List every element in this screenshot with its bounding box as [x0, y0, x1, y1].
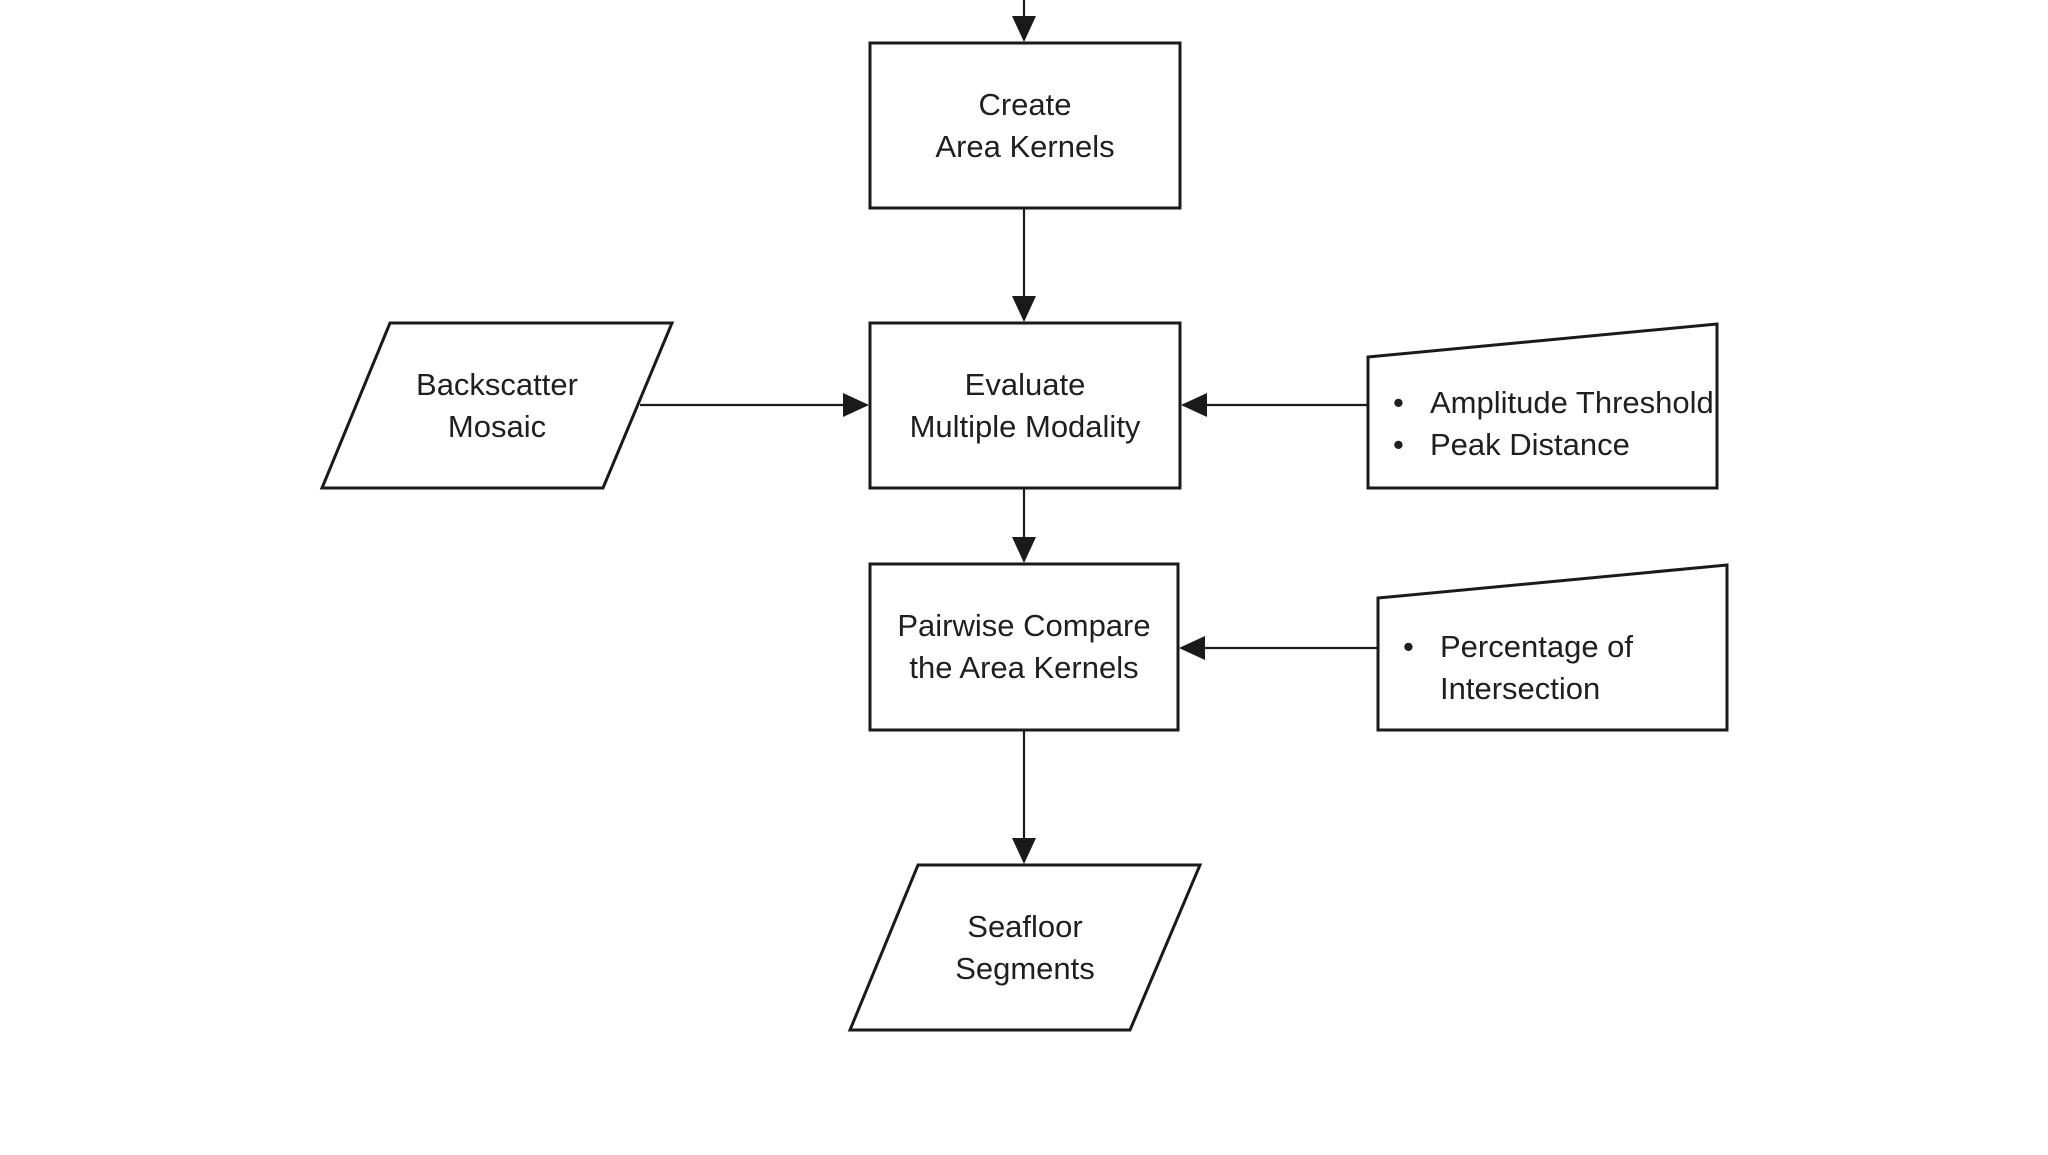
pairwise-compare-box [868, 562, 1180, 732]
create-area-kernels-box [868, 41, 1182, 210]
evaluate-multiple-modality-box [868, 321, 1182, 490]
amplitude-params-card [1366, 322, 1719, 490]
backscatter-mosaic-parallelogram [319, 321, 675, 490]
seafloor-segments-parallelogram [847, 863, 1203, 1032]
intersection-params-card [1376, 563, 1729, 732]
